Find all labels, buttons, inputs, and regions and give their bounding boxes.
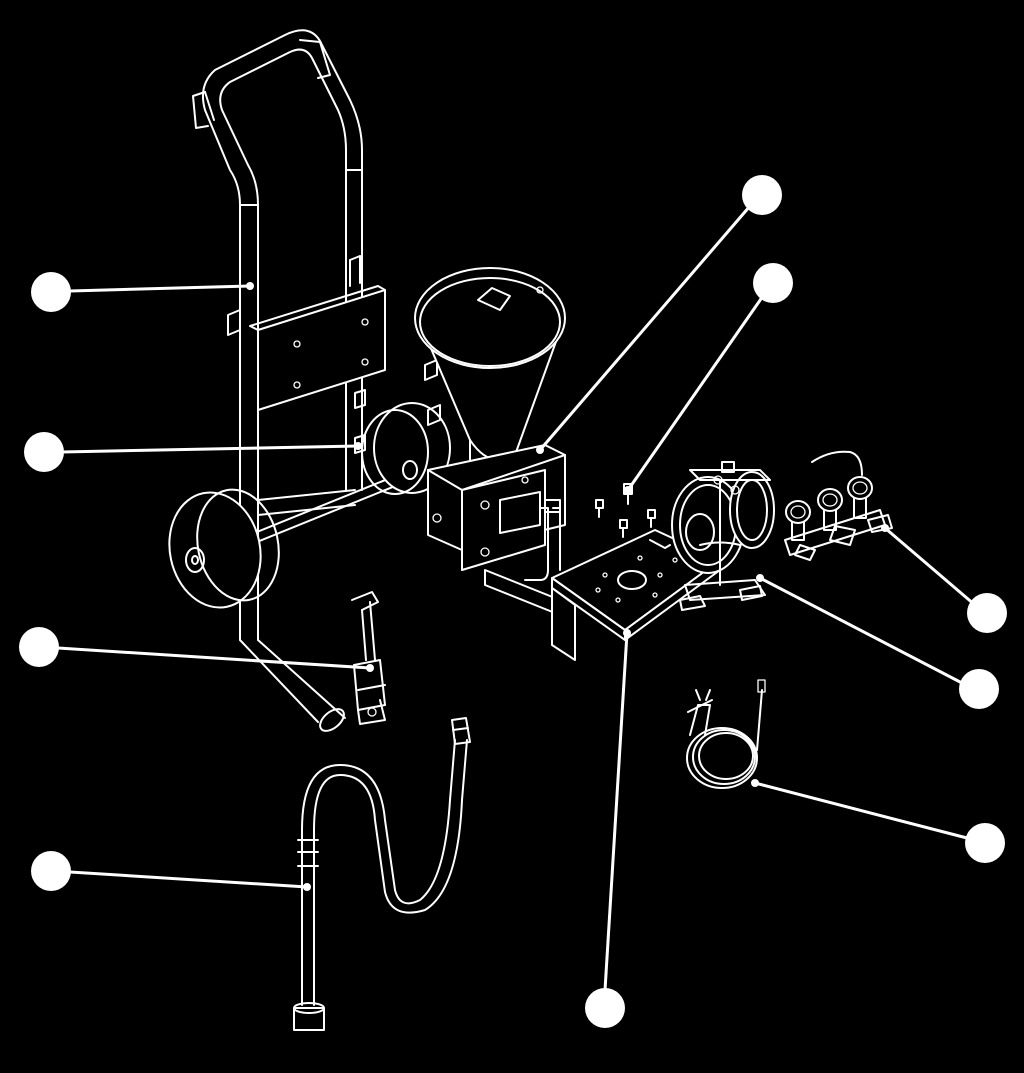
mounting-screws — [595, 483, 656, 538]
suction-hose — [293, 717, 471, 1031]
pressure-manifold — [784, 450, 893, 561]
cart-frame — [168, 29, 451, 732]
hopper — [414, 267, 566, 480]
callout-pump[interactable] — [756, 574, 999, 709]
ball-valve — [351, 591, 386, 725]
diaphragm-pump — [671, 461, 775, 611]
callout-manifold[interactable] — [881, 524, 1007, 633]
callout-inlet-fitting[interactable] — [24, 432, 362, 472]
callout-cart-frame[interactable] — [31, 272, 254, 312]
callout-ground-wire[interactable] — [751, 779, 1005, 863]
callout-hopper[interactable] — [536, 175, 782, 454]
callout-mounting-plate[interactable] — [585, 629, 631, 1028]
callout-mounting-screws[interactable] — [624, 263, 793, 494]
ground-wire — [686, 679, 766, 789]
callout-suction-hose[interactable] — [31, 851, 311, 891]
mounting-plate — [551, 529, 721, 661]
callout-ball-valve[interactable] — [19, 627, 374, 672]
valve-icon — [353, 659, 386, 711]
callouts — [19, 175, 1007, 1028]
ground-clamp-icon — [687, 689, 713, 736]
gauge-icon — [785, 500, 811, 541]
hopper-bracket — [427, 444, 566, 616]
